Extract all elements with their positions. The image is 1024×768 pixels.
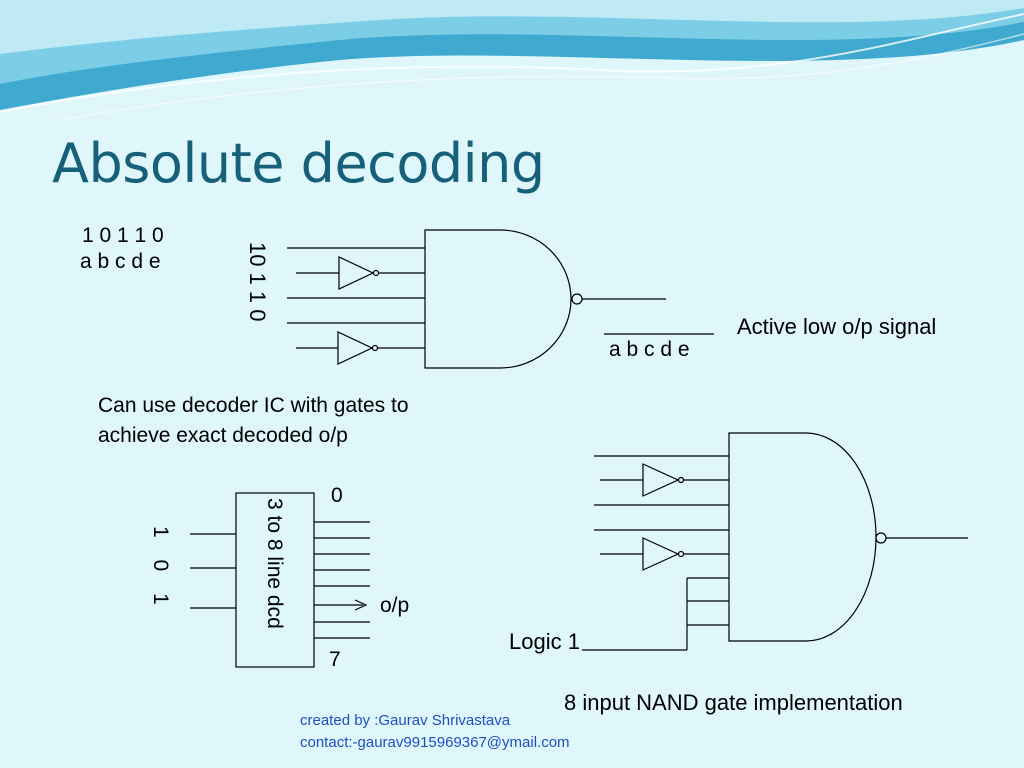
- header-wave-decoration: [0, 0, 1024, 121]
- eight-input-nand-gate: [582, 432, 968, 651]
- decoder-last-output: 7: [329, 648, 341, 671]
- active-low-label: Active low o/p signal: [737, 314, 937, 339]
- credit-contact: contact:-gaurav9915969367@ymail.com: [300, 734, 570, 751]
- note-line-1: Can use decoder IC with gates to: [98, 394, 409, 417]
- slide-title: Absolute decoding: [52, 132, 545, 195]
- output-expression-label: a b c d e: [609, 338, 690, 361]
- note-line-2: achieve exact decoded o/p: [98, 424, 348, 447]
- credit-author: created by :Gaurav Shrivastava: [300, 712, 511, 729]
- vertical-bits-label: 10 1 1 0: [245, 242, 270, 322]
- input-variables-label: a b c d e: [80, 250, 161, 273]
- decoder-block-label: 3 to 8 line dcd: [263, 498, 286, 629]
- decoder-output-label: o/p: [380, 594, 410, 617]
- decoder-first-output: 0: [331, 484, 343, 507]
- input-bits-label: 1 0 1 1 0: [82, 224, 164, 247]
- logic-1-label: Logic 1: [509, 629, 580, 654]
- nand8-caption: 8 input NAND gate implementation: [564, 690, 903, 715]
- decoder-input-bits: 1 0 1: [149, 526, 172, 613]
